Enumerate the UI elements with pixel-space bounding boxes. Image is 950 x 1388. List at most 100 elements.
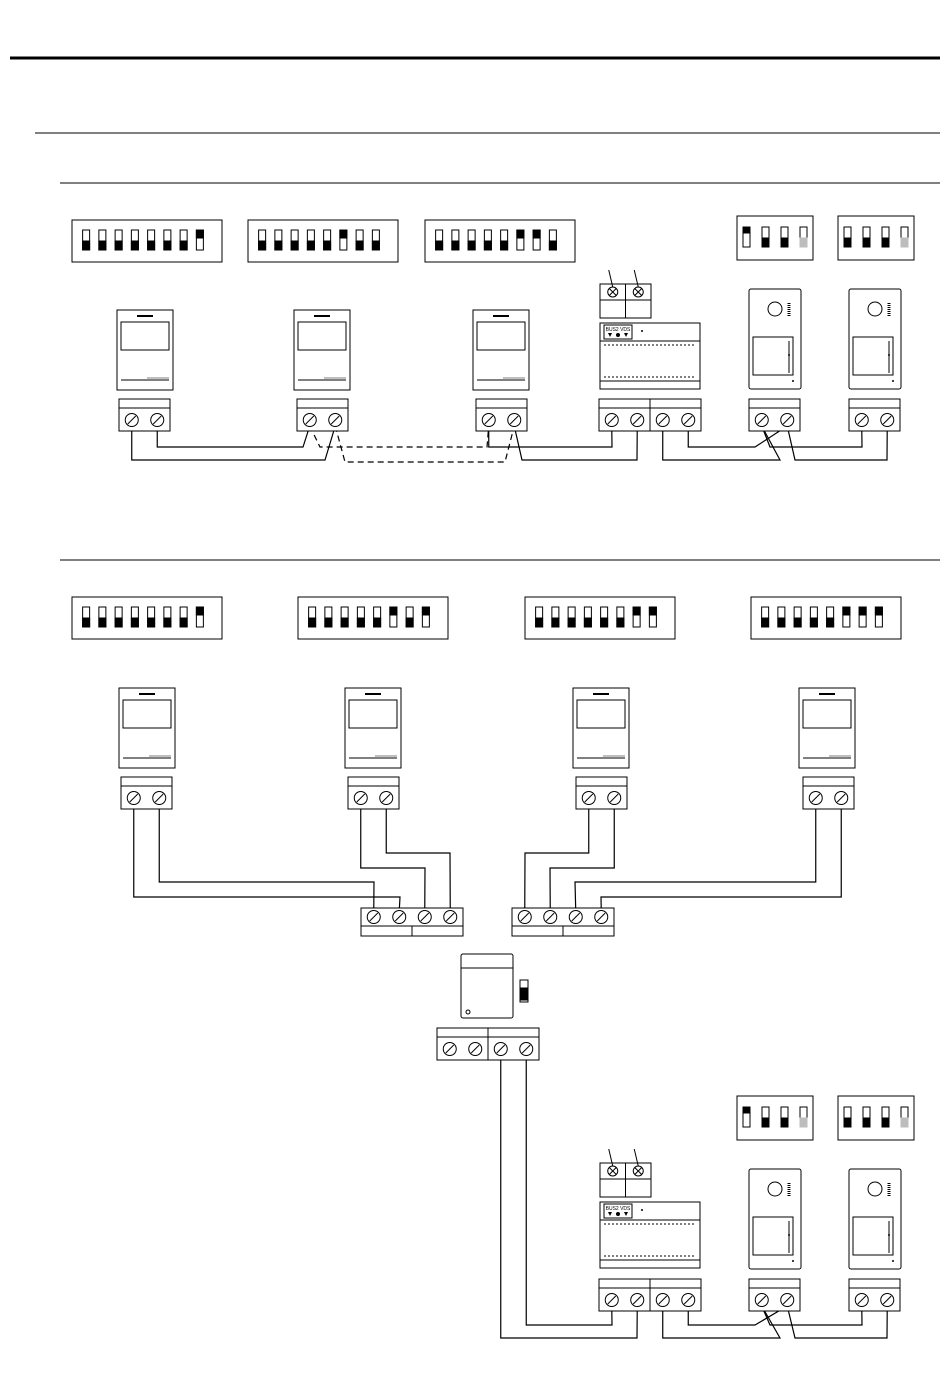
dip-switch <box>533 230 540 250</box>
dip-switch <box>536 607 543 627</box>
dip-switch <box>131 230 138 250</box>
terminal-screw <box>393 911 406 924</box>
monitor-d2-3 <box>573 688 629 768</box>
distributor-switch <box>520 980 528 1002</box>
terminal-screw <box>418 911 431 924</box>
wire-d1-b <box>157 426 310 447</box>
dip-switch <box>436 230 443 250</box>
terminal-screw <box>605 414 618 427</box>
terminal-screw <box>631 1294 644 1307</box>
terminal-d2-distributor-input <box>437 1028 539 1060</box>
terminal-screw <box>781 1294 794 1307</box>
terminal-screw <box>656 414 669 427</box>
dip-switch <box>164 230 171 250</box>
terminal-screw <box>520 1043 533 1056</box>
terminal-d2-door-panel-1 <box>749 1279 800 1311</box>
panel-switch <box>844 1107 851 1127</box>
monitor-d2-4 <box>799 688 855 768</box>
dip-switch <box>83 607 90 627</box>
wire-d2-m3b <box>550 804 614 911</box>
dip-switch <box>452 230 459 250</box>
dip-bank-d2-monitor-2 <box>298 597 448 639</box>
panel-switch <box>743 227 750 247</box>
dip-switch <box>584 607 591 627</box>
terminal-d1-monitor-3 <box>476 399 527 431</box>
terminal-screw <box>518 911 531 924</box>
panel-switch <box>781 1107 788 1127</box>
terminal-screw <box>835 792 848 805</box>
panel-switch <box>882 227 889 247</box>
dip-switch <box>99 607 106 627</box>
dip-switch <box>875 607 882 627</box>
dip-switch <box>617 607 624 627</box>
panel-switch <box>901 227 908 247</box>
dip-switch <box>810 607 817 627</box>
terminal-screw <box>855 414 868 427</box>
wire-d2-m4a <box>575 804 816 911</box>
dip-switch <box>324 230 331 250</box>
dip-bank-d2-monitor-4 <box>751 597 901 639</box>
terminal-d2-distributor-right <box>512 908 614 936</box>
dip-switch <box>196 230 203 250</box>
dip-switch <box>374 607 381 627</box>
terminal-screw <box>605 1294 618 1307</box>
terminal-screw <box>303 414 316 427</box>
dip-switch <box>406 607 413 627</box>
terminal-screw <box>380 792 393 805</box>
dip-switch <box>309 607 316 627</box>
dip-switch <box>291 230 298 250</box>
dip-switch <box>372 230 379 250</box>
terminal-screw <box>608 792 621 805</box>
dip-switch <box>180 230 187 250</box>
dip-bank-d2-monitor-1 <box>72 597 222 639</box>
dip-switch <box>422 607 429 627</box>
terminal-screw <box>127 792 140 805</box>
monitor-d1-1 <box>117 310 173 390</box>
dip-switch <box>259 230 266 250</box>
dip-switch <box>390 607 397 627</box>
panel-bank-d1-2 <box>838 216 914 260</box>
terminal-screw <box>443 1043 456 1056</box>
terminal-d1-power-supply <box>599 399 701 431</box>
door-panel-d1-1 <box>749 289 801 389</box>
terminal-screw <box>755 414 768 427</box>
dip-bank-d1-monitor-3 <box>425 220 575 262</box>
dip-switch <box>649 607 656 627</box>
dip-switch <box>357 607 364 627</box>
dip-switch <box>778 607 785 627</box>
terminal-d1-monitor-1 <box>119 399 170 431</box>
terminal-d2-monitor-4 <box>803 777 854 809</box>
terminal-screw <box>125 414 138 427</box>
terminal-d2-monitor-3 <box>576 777 627 809</box>
dip-switch <box>549 230 556 250</box>
terminal-d1-monitor-2 <box>297 399 348 431</box>
dip-switch <box>148 230 155 250</box>
dip-switch <box>601 607 608 627</box>
panel-switch <box>762 227 769 247</box>
terminal-screw <box>781 414 794 427</box>
dip-switch <box>633 607 640 627</box>
panel-bank-d2-1 <box>737 1096 813 1140</box>
terminal-screw <box>444 911 457 924</box>
monitor-d1-2 <box>294 310 350 390</box>
dip-bank-d1-monitor-2 <box>248 220 398 262</box>
dip-switch <box>356 230 363 250</box>
dip-switch <box>275 230 282 250</box>
dip-switch <box>325 607 332 627</box>
panel-switch <box>781 227 788 247</box>
door-panel-d1-2 <box>849 289 901 389</box>
dip-switch <box>99 230 106 250</box>
wire-d2-m4b <box>601 804 841 911</box>
terminal-screw <box>582 792 595 805</box>
dip-switch <box>484 230 491 250</box>
door-panel-d2-2 <box>849 1169 901 1269</box>
distributor-d2 <box>461 954 513 1018</box>
terminal-d2-monitor-1 <box>121 777 172 809</box>
power-supply-d1: BUS2 VDS <box>600 323 700 389</box>
wire-d2-m1b <box>159 804 374 911</box>
dip-switch <box>307 230 314 250</box>
dip-bank-d2-monitor-3 <box>525 597 675 639</box>
terminal-screw <box>508 414 521 427</box>
terminal-screw <box>809 792 822 805</box>
dip-switch <box>827 607 834 627</box>
